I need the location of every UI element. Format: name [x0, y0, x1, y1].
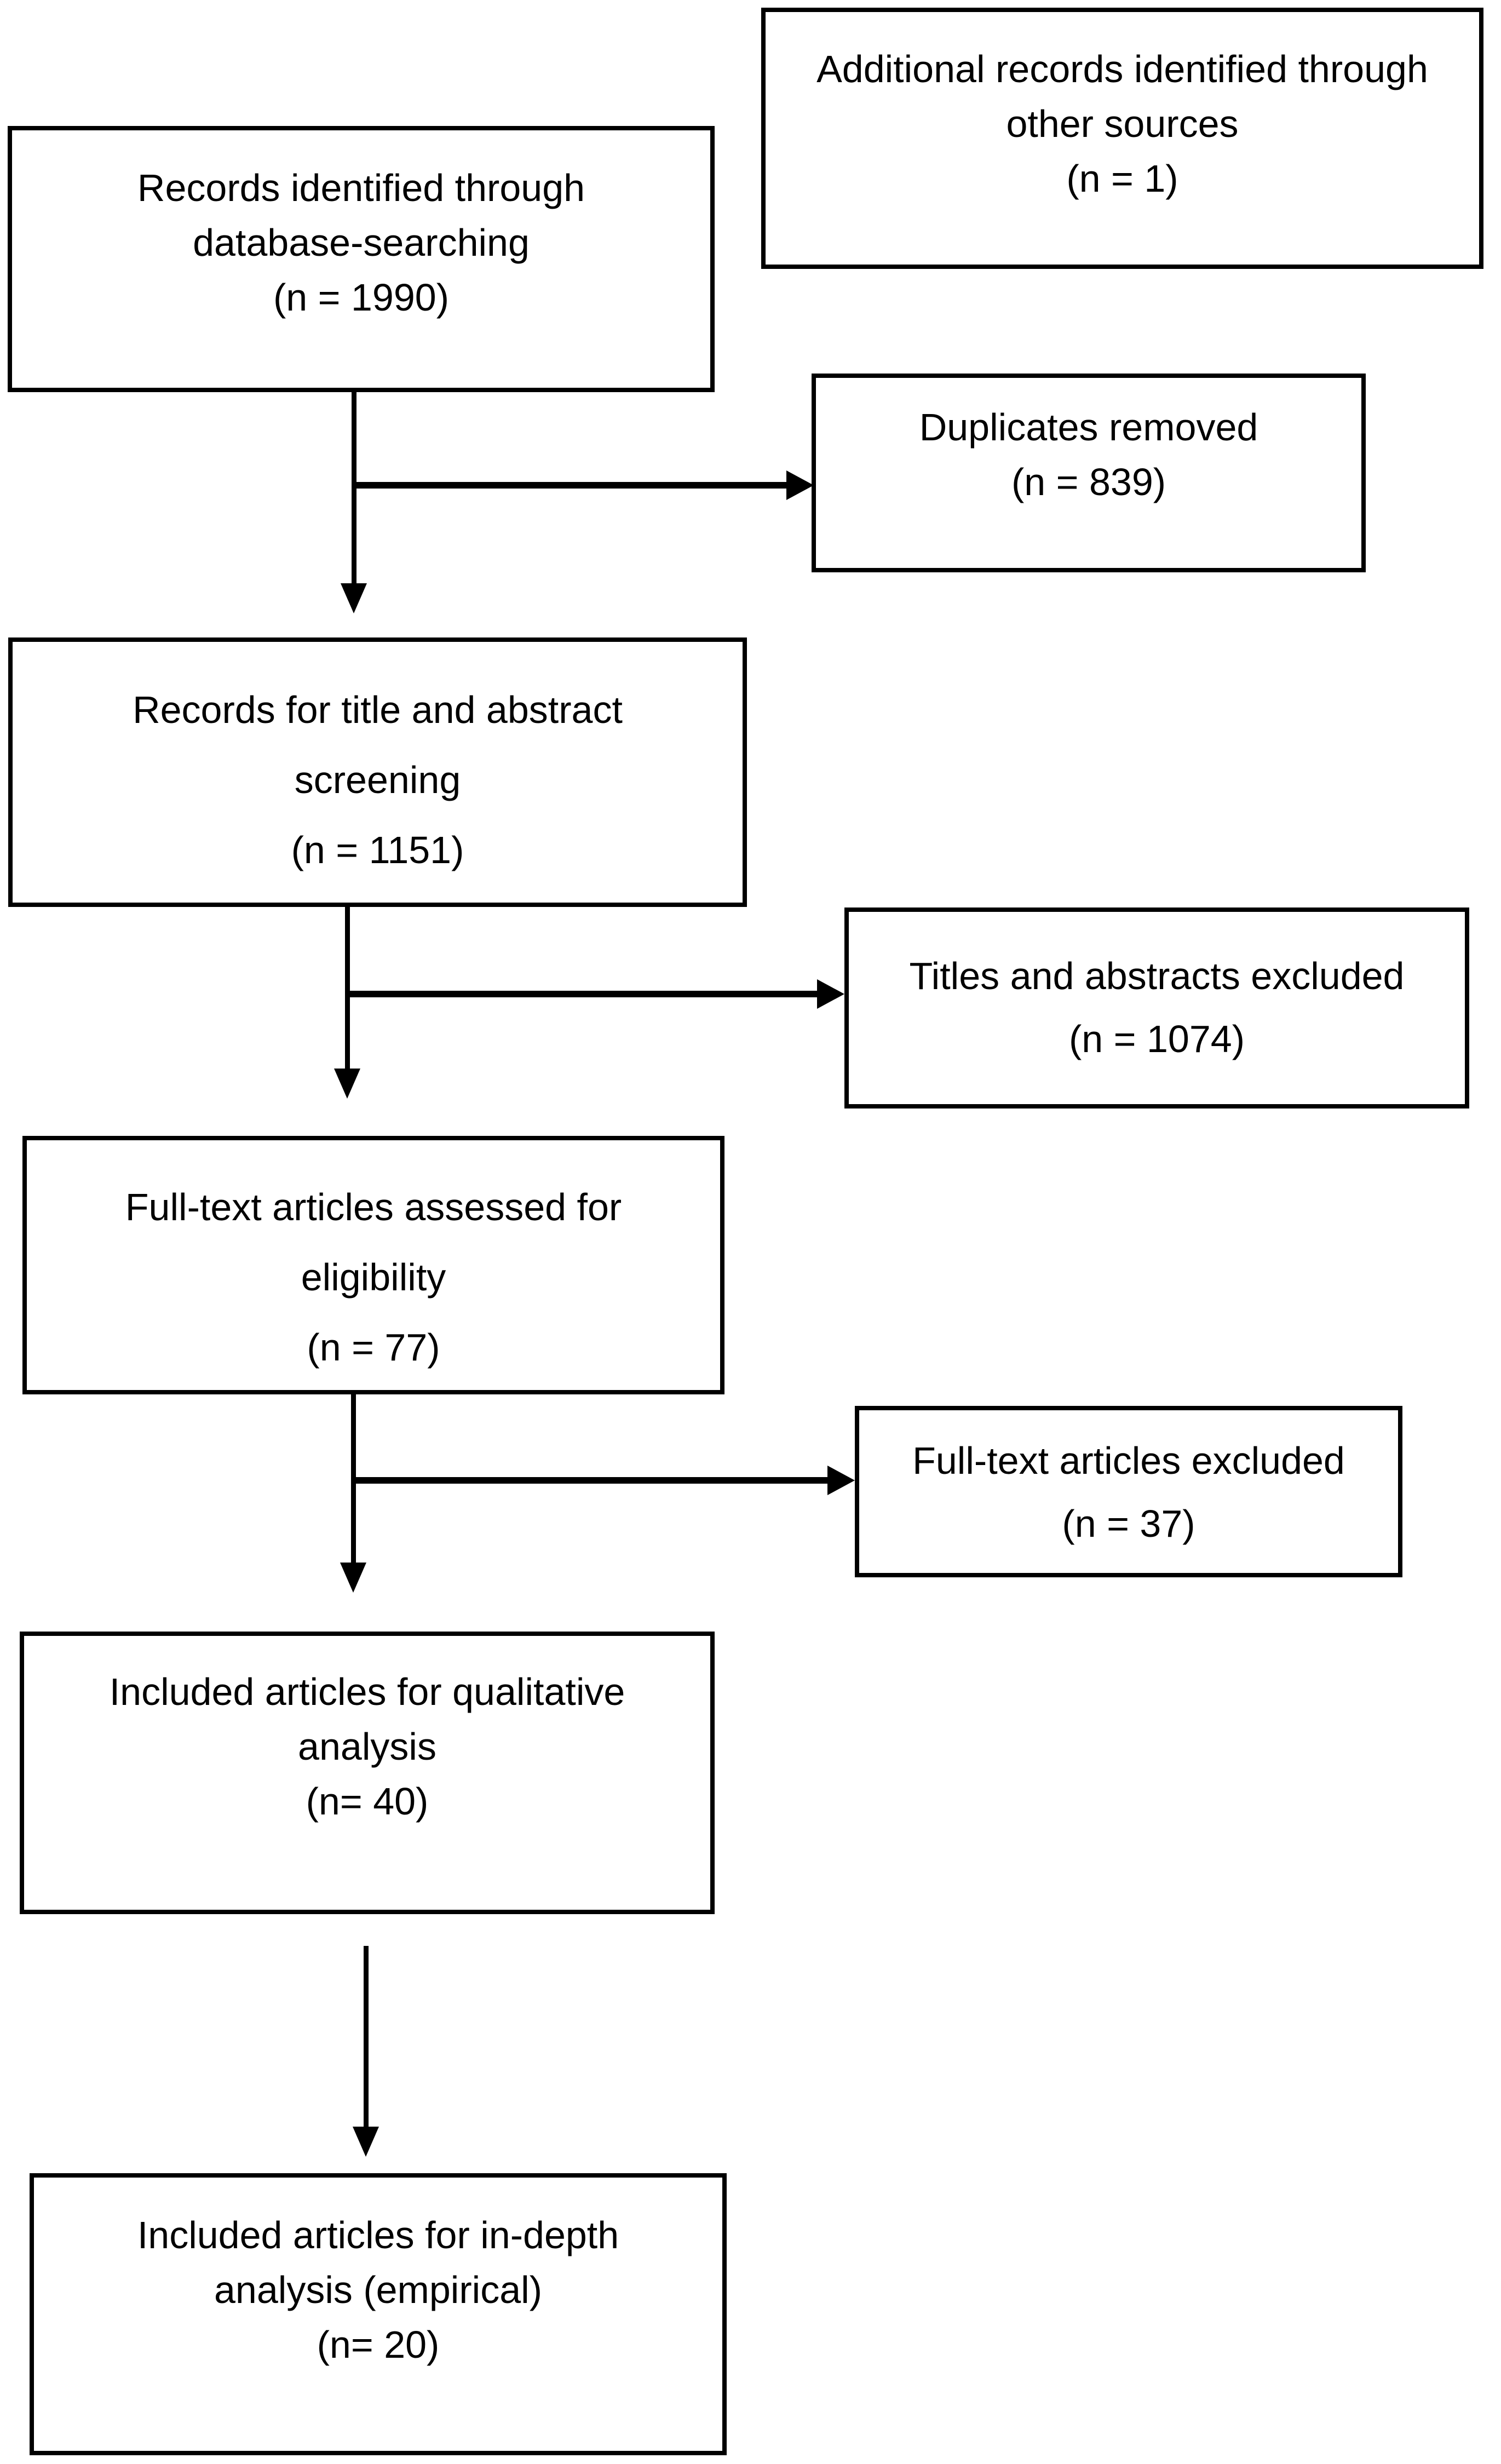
arrow-down-icon — [334, 1069, 360, 1099]
box-title-abstract-screening: Records for title and abstract screening… — [8, 637, 747, 907]
box-fulltext-assessed: Full-text articles assessed for eligibil… — [22, 1136, 724, 1394]
box-text-line: analysis — [298, 1725, 436, 1768]
box-text-line: Included articles for qualitative — [109, 1670, 625, 1713]
box-text-line: Duplicates removed — [919, 406, 1258, 449]
box-text-line: (n = 37) — [1062, 1502, 1195, 1545]
box-text-line: (n= 40) — [306, 1780, 429, 1823]
box-text-line: (n = 1990) — [273, 276, 450, 319]
arrow-qualitative-to-indepth-shaft — [364, 1946, 369, 2128]
arrow-down-icon — [341, 583, 367, 613]
box-text-line: Full-text articles assessed for — [125, 1186, 622, 1228]
box-text-line: Full-text articles excluded — [912, 1439, 1345, 1482]
box-titles-abstracts-excluded: Titles and abstracts excluded (n = 1074) — [844, 908, 1469, 1108]
box-included-qualitative: Included articles for qualitative analys… — [20, 1632, 715, 1914]
box-text-line: analysis (empirical) — [214, 2268, 543, 2311]
box-included-indepth: Included articles for in-depth analysis … — [30, 2173, 727, 2455]
arrow-to-duplicates-shaft — [352, 482, 787, 489]
box-records-identified: Records identified through database-sear… — [8, 126, 715, 392]
arrow-screening-to-fulltext-shaft — [345, 904, 350, 1070]
box-text-line: Records identified through — [137, 166, 585, 209]
box-text-line: database-searching — [193, 221, 530, 264]
arrow-right-icon — [786, 470, 814, 500]
arrow-right-icon — [827, 1466, 855, 1495]
box-text-line: (n = 1151) — [291, 829, 464, 871]
box-text-line: screening — [294, 759, 461, 801]
box-text-line: Titles and abstracts excluded — [909, 955, 1405, 997]
box-duplicates-removed: Duplicates removed (n = 839) — [812, 374, 1366, 572]
arrow-down-icon — [353, 2127, 379, 2157]
arrow-to-fulltext-excluded-shaft — [351, 1477, 829, 1484]
box-text-line: Records for title and abstract — [133, 688, 623, 731]
box-text-line: Additional records identified through — [816, 48, 1428, 90]
box-text-line: (n= 20) — [317, 2323, 440, 2366]
arrow-to-titles-excluded-shaft — [345, 991, 818, 997]
box-text-line: (n = 839) — [1011, 461, 1166, 503]
arrow-right-icon — [817, 979, 844, 1009]
arrow-down-icon — [340, 1563, 366, 1593]
box-fulltext-excluded: Full-text articles excluded (n = 37) — [855, 1406, 1402, 1577]
box-text-line: (n = 1) — [1066, 157, 1178, 200]
box-text-line: Included articles for in-depth — [137, 2214, 619, 2256]
box-text-line: (n = 77) — [307, 1326, 440, 1369]
box-text-line: other sources — [1006, 102, 1239, 145]
box-text-line: eligibility — [301, 1256, 446, 1299]
box-additional-records: Additional records identified through ot… — [761, 8, 1483, 269]
box-text-line: (n = 1074) — [1068, 1018, 1245, 1060]
